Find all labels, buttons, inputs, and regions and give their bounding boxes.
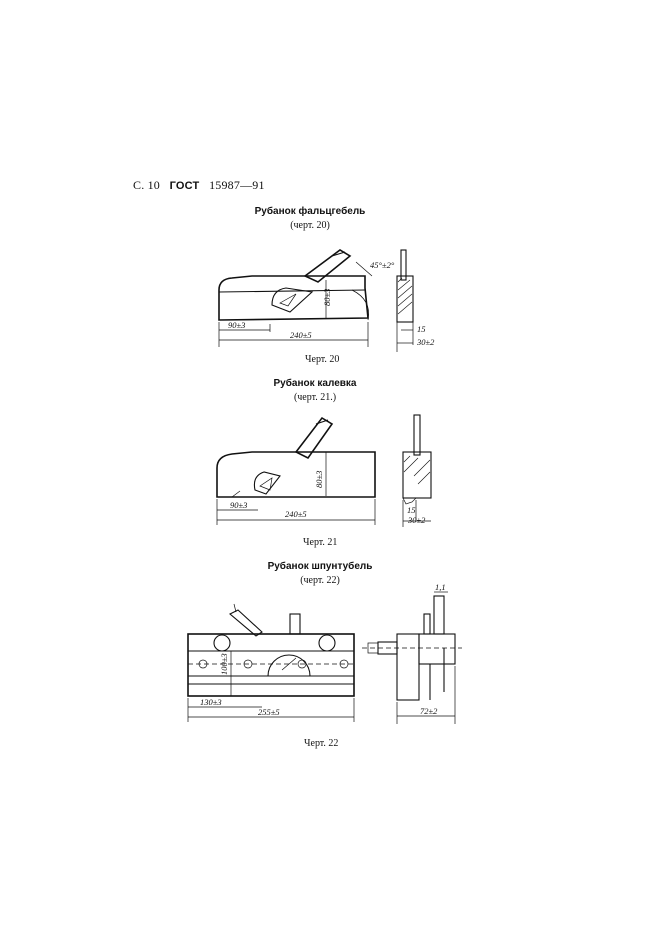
dim-22-part: 130±3 — [200, 697, 222, 707]
standard-label: ГОСТ — [169, 180, 200, 192]
section-title-2: Рубанок калевка — [273, 378, 357, 389]
section-subtitle-1: (черт. 20) — [290, 220, 330, 231]
page-header: С. 10 ГОСТ 15987—91 — [133, 178, 265, 193]
section-title-3: Рубанок шпунтубель — [267, 561, 373, 572]
dim-20-part: 90±3 — [228, 320, 245, 330]
dim-20-angle: 45°±2° — [370, 260, 395, 270]
dim-21-w1: 15 — [407, 505, 416, 515]
dim-21-height: 80±3 — [314, 471, 324, 488]
page-number: С. 10 — [133, 178, 161, 192]
dim-21-length: 240±5 — [285, 509, 307, 519]
dim-20-w2: 30±2 — [416, 337, 435, 347]
dim-20-height: 80±3 — [322, 289, 332, 306]
caption-20: Черт. 20 — [305, 354, 340, 365]
dim-22-width: 72±2 — [420, 706, 438, 716]
dim-20-length: 240±5 — [290, 330, 312, 340]
section-subtitle-2: (черт. 21.) — [293, 392, 337, 403]
dim-22-length: 255±5 — [258, 707, 280, 717]
caption-21: Черт. 21 — [303, 537, 338, 548]
section-title-1: Рубанок фальцгебель — [254, 206, 366, 217]
section-subtitle-3: (черт. 22) — [300, 575, 340, 586]
dim-20-w1: 15 — [417, 324, 426, 334]
dim-22-small: 1,1 — [435, 582, 446, 592]
caption-22: Черт. 22 — [304, 738, 339, 749]
dim-21-w2: 30±2 — [407, 515, 426, 525]
dim-22-height: 100±3 — [219, 653, 229, 675]
standard-number: 15987—91 — [209, 178, 265, 192]
dim-21-part: 90±3 — [230, 500, 247, 510]
